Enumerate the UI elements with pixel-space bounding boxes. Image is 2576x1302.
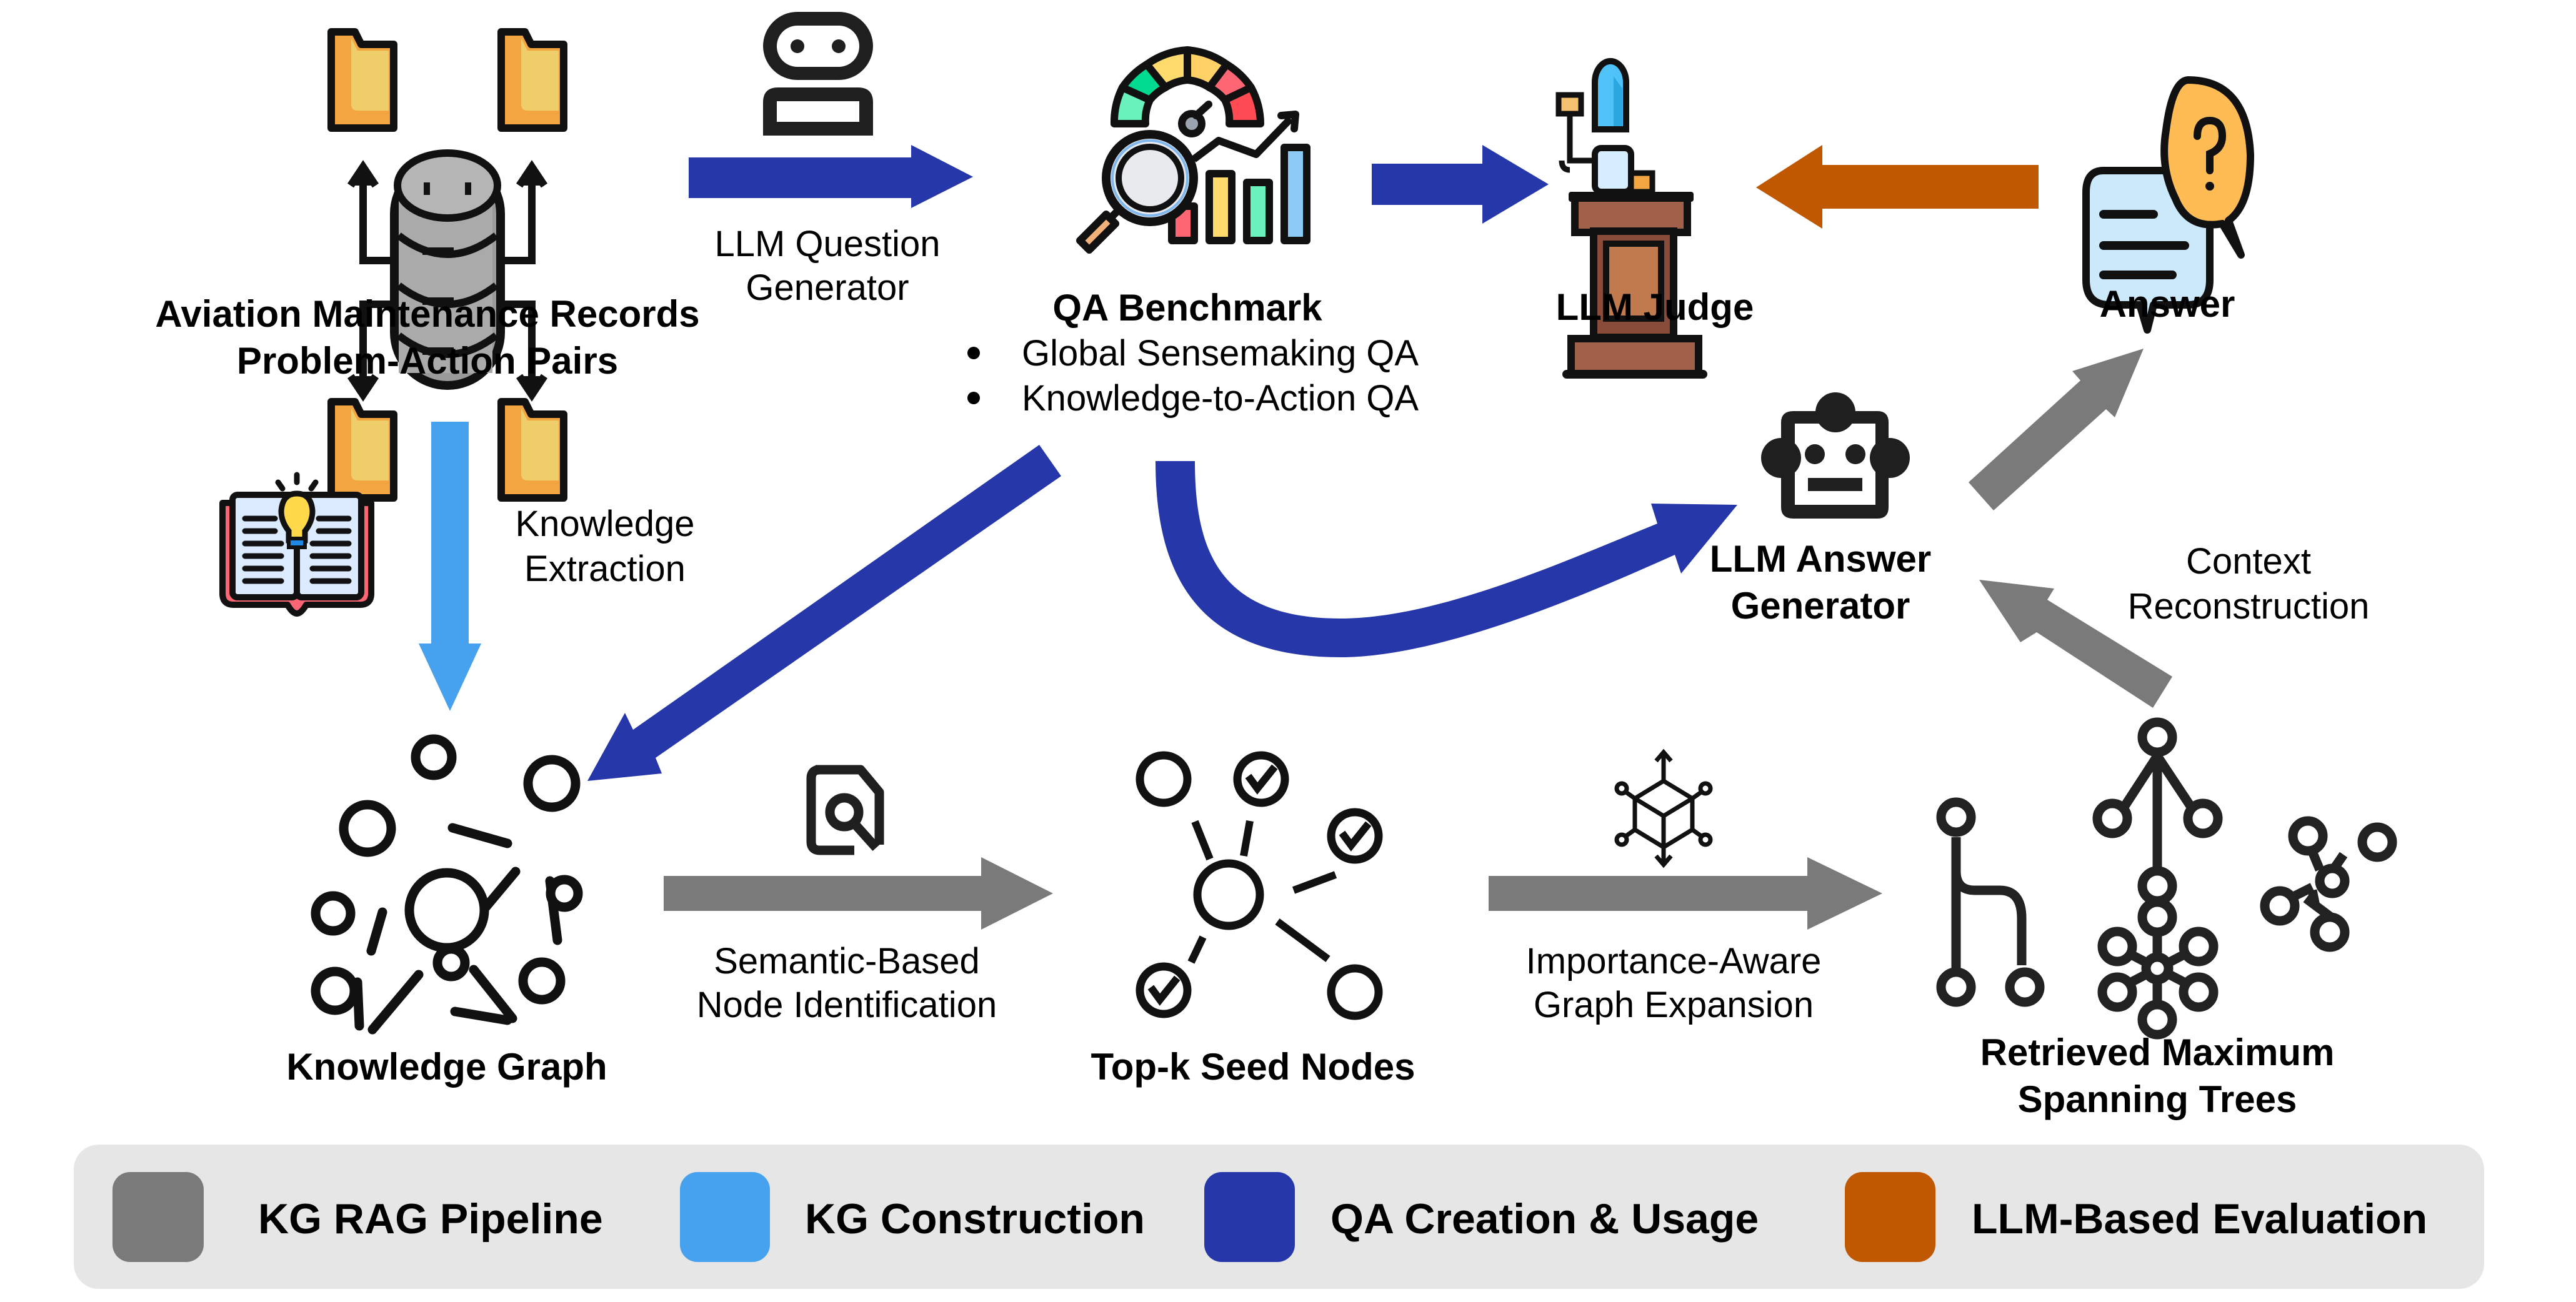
database-cylinder-icon: [390, 149, 505, 390]
question-generator-label-line-2: Generator: [746, 267, 909, 308]
side-tree-icon: [2260, 816, 2397, 952]
bullet-icon: [967, 347, 980, 359]
folder-icon: [327, 28, 397, 132]
answer-generator-title-line-1: LLM Answer: [1710, 538, 1931, 580]
legend-item-qa-creation-usage: QA Creation & Usage: [1204, 1172, 1759, 1262]
robot-icon: [763, 12, 873, 136]
arrow-semantic-identification: [664, 857, 1053, 930]
graph-expansion-label-line-2: Graph Expansion: [1534, 985, 1814, 1025]
legend: KG RAG Pipeline KG Construction QA Creat…: [74, 1145, 2484, 1289]
semantic-identification-label-line-2: Node Identification: [697, 985, 997, 1025]
star-tree-icon: [2097, 897, 2219, 1040]
arrow-knowledge-extraction: [419, 422, 481, 711]
legend-swatch: [112, 1172, 204, 1262]
knowledge-extraction-label-line-2: Extraction: [524, 549, 686, 589]
arrow-graph-expansion: [1489, 857, 1882, 930]
arrow-qa-benchmark-to-knowledge-graph: [587, 445, 1061, 781]
arrow-qa-benchmark-to-judge: [1372, 145, 1549, 224]
cube-expand-icon: [1614, 748, 1713, 868]
spanning-trees-title-line-1: Retrieved Maximum: [1980, 1031, 2335, 1073]
legend-item-llm-based-evaluation: LLM-Based Evaluation: [1845, 1172, 2427, 1262]
robot-head-icon: [1761, 392, 1910, 519]
database-folders-icon: [327, 28, 567, 502]
legend-swatch: [1845, 1172, 1935, 1262]
records-title-line-1: Aviation Maintenance Records: [155, 293, 699, 335]
legend-swatch: [1204, 1172, 1295, 1262]
legend-label: KG Construction: [805, 1195, 1145, 1243]
qa-benchmark-title: QA Benchmark: [1052, 287, 1322, 329]
records-title-line-2: Problem-Action Pairs: [237, 340, 618, 382]
graph-network-icon: [311, 734, 583, 1035]
check-icon: [1245, 764, 1278, 795]
llm-judge-title: LLM Judge: [1556, 286, 1754, 328]
legend-swatch: [680, 1172, 770, 1262]
check-icon: [1147, 975, 1181, 1006]
answer-generator-title-line-2: Generator: [1731, 585, 1910, 627]
check-icon: [1339, 821, 1372, 852]
legend-item-kg-rag-pipeline: KG RAG Pipeline: [112, 1172, 603, 1262]
folder-icon: [497, 28, 567, 132]
speech-bubble-question-icon: [2082, 76, 2254, 334]
arrow-qa-benchmark-to-answer-generator: [1156, 461, 1737, 657]
legend-label: QA Creation & Usage: [1330, 1195, 1759, 1243]
branch-tree-icon: [1936, 797, 2045, 1007]
legend-item-kg-construction: KG Construction: [680, 1172, 1145, 1262]
fork-tree-icon: [2092, 717, 2223, 906]
semantic-identification-label-line-1: Semantic-Based: [714, 941, 980, 981]
arrow-answer-to-judge: [1756, 145, 2039, 229]
seed-nodes-title: Top-k Seed Nodes: [1091, 1046, 1415, 1088]
knowledge-graph-title: Knowledge Graph: [286, 1046, 607, 1088]
legend-label: KG RAG Pipeline: [258, 1195, 603, 1243]
knowledge-extraction-label-line-1: Knowledge: [516, 504, 695, 544]
arrow-generator-to-answer: [1969, 349, 2144, 510]
arrow-context-reconstruction: [1979, 580, 2172, 708]
podium-judge-icon: [1555, 57, 1707, 379]
arrow-records-to-qa-benchmark: [689, 145, 973, 208]
qa-benchmark-bullet-1: Global Sensemaking QA: [1022, 333, 1419, 374]
document-search-icon: [806, 765, 884, 855]
arrows-icon: [347, 160, 547, 402]
context-reconstruction-label-line-2: Reconstruction: [2128, 586, 2370, 627]
gauge-analytics-icon: [1076, 46, 1310, 254]
legend-label: LLM-Based Evaluation: [1972, 1195, 2427, 1243]
checked-nodes-icon: [1136, 751, 1383, 1020]
magnifier-icon: [1076, 130, 1198, 254]
tree-structures-icon: [1936, 717, 2397, 1040]
folder-icon: [497, 398, 567, 502]
spanning-trees-title-line-2: Spanning Trees: [2018, 1078, 2297, 1120]
context-reconstruction-label-line-1: Context: [2186, 541, 2311, 582]
question-generator-label-line-1: LLM Question: [714, 224, 940, 264]
qa-benchmark-bullet-2: Knowledge-to-Action QA: [1022, 378, 1419, 419]
folder-icon: [327, 398, 397, 502]
bullet-icon: [967, 392, 980, 404]
answer-title: Answer: [2100, 283, 2235, 325]
graph-expansion-label-line-1: Importance-Aware: [1526, 941, 1822, 981]
book-lightbulb-icon: [219, 472, 374, 617]
